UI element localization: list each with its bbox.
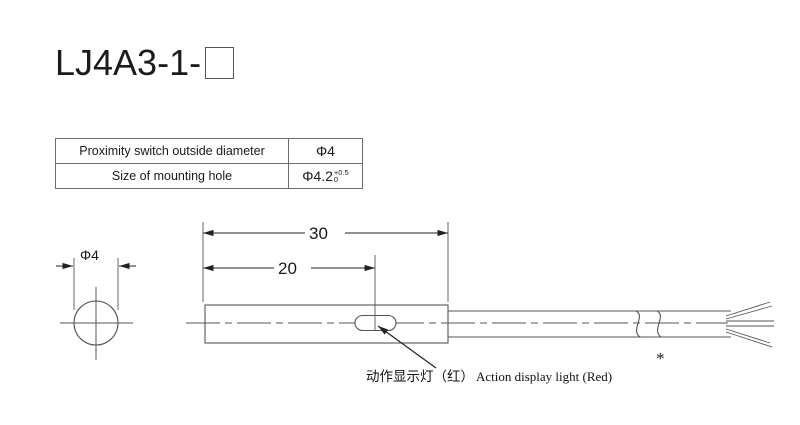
front-view-circle: [73, 300, 119, 346]
tolerance-lower: 0: [333, 175, 339, 185]
model-option-blank-box: [205, 47, 235, 79]
spec-value-text: Φ4.2: [302, 168, 333, 184]
led-leader-line: [377, 325, 437, 369]
dimension-label-outside-diameter: Φ4: [80, 247, 99, 263]
sensor-body-outline: [204, 304, 449, 344]
conductor-wire-middle: [726, 320, 774, 327]
conductor-wire-top: [725, 301, 773, 320]
dimension-label-total-length: 30: [309, 224, 328, 243]
led-annotation-caption: 动作显示灯（红）Action display light (Red): [366, 369, 612, 385]
front-view-group: [56, 258, 136, 360]
led-caption-chinese: 动作显示灯（红）: [366, 369, 474, 385]
spec-table: Proximity switch outside diameter Φ4 Siz…: [55, 138, 363, 189]
led-caption-english: Action display light (Red): [476, 369, 613, 384]
side-view-group: [186, 301, 774, 369]
break-symbol-asterisk: *: [656, 349, 665, 368]
dimension-lines-group: [202, 222, 449, 330]
led-indicator-slot: [354, 314, 397, 332]
tolerance-upper: +0.5: [333, 167, 349, 177]
cable-break-curve-2: [656, 310, 662, 338]
conductor-wire-bottom: [725, 328, 773, 348]
spec-value-text: Φ4: [316, 143, 335, 159]
dimension-label-led-position: 20: [278, 259, 297, 278]
cable-break-curve-1: [635, 310, 641, 338]
model-code-text: LJ4A3-1-: [55, 42, 202, 83]
conductor-wires-group: [725, 301, 774, 348]
spec-value-outside-diameter: Φ4: [288, 138, 363, 164]
cable-outline: [448, 310, 731, 338]
page-title: LJ4A3-1-: [55, 42, 235, 83]
